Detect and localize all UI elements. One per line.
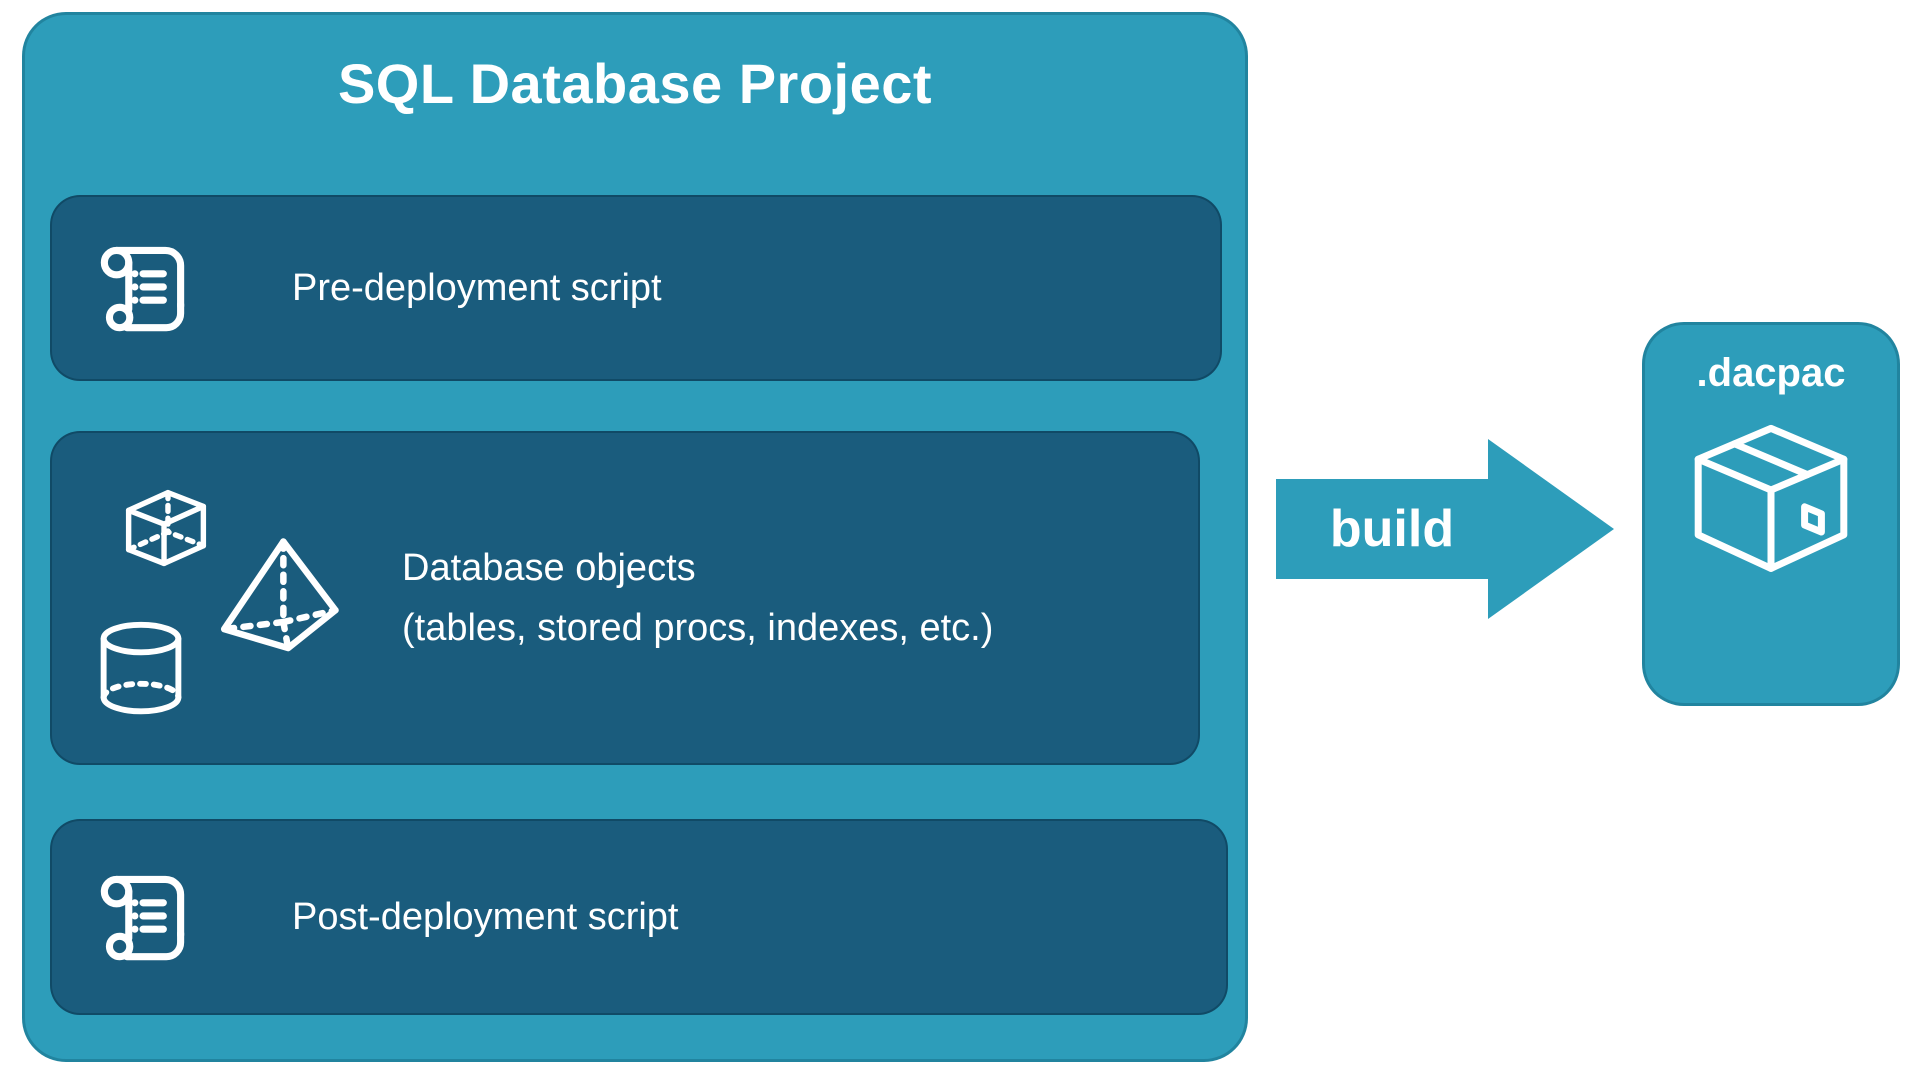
database-objects-label-block: Database objects (tables, stored procs, … xyxy=(402,538,993,658)
arrow-shape xyxy=(1276,439,1614,619)
dacpac-label: .dacpac xyxy=(1696,351,1846,395)
cylinder-icon xyxy=(82,611,200,729)
build-arrow: build xyxy=(1276,437,1616,621)
sql-database-project-container: SQL Database Project Pre-deployment scri… xyxy=(22,12,1248,1062)
pre-deployment-script-box: Pre-deployment script xyxy=(50,195,1222,381)
database-objects-box: Database objects (tables, stored procs, … xyxy=(50,431,1200,765)
cube-icon xyxy=(107,471,225,589)
scroll-icon xyxy=(82,856,204,978)
build-arrow-label: build xyxy=(1329,500,1455,558)
database-objects-label: Database objects xyxy=(402,546,696,589)
post-deployment-script-box: Post-deployment script xyxy=(50,819,1228,1015)
pyramid-icon xyxy=(210,525,352,667)
database-objects-sublabel: (tables, stored procs, indexes, etc.) xyxy=(402,607,994,649)
dacpac-box: .dacpac xyxy=(1642,322,1900,706)
pre-deployment-script-label: Pre-deployment script xyxy=(292,266,662,309)
project-title: SQL Database Project xyxy=(337,52,933,115)
scroll-icon xyxy=(82,227,204,349)
post-deployment-script-label: Post-deployment script xyxy=(292,895,679,938)
package-icon xyxy=(1673,406,1869,602)
